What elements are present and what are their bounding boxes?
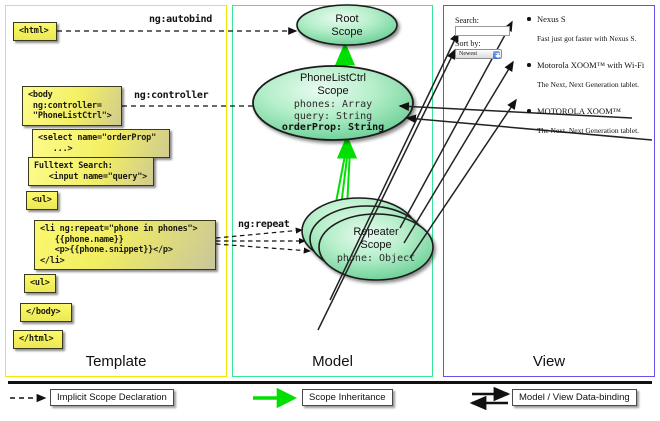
code-box-html-close: </html> [13, 330, 63, 349]
phone-name: Nexus S [537, 14, 566, 24]
phone-snippet: The Next, Next Generation tablet. [537, 80, 640, 89]
panel-view-label: View [532, 353, 566, 370]
code-box-fulltext-search: Fulltext Search: <input name="query"> [28, 157, 154, 186]
phone-name: Motorola XOOM™ with Wi-Fi [537, 60, 645, 70]
bullet-icon [527, 109, 531, 113]
code-box-select: <select name="orderProp" ...> [32, 129, 170, 158]
list-item: MOTOROLA XOOM™ [527, 106, 621, 116]
chevron-updown-icon[interactable] [493, 51, 501, 59]
code-box-body-open: <body ng:controller= "PhoneListCtrl"> [22, 86, 122, 126]
legend-item-model-view-data-binding: Model / View Data-binding [512, 389, 637, 406]
root-scope-title: Root Scope [297, 13, 397, 38]
phonelistctrl-scope-title-line1: PhoneListCtrl [299, 72, 367, 84]
root-scope-title-line1: Root [335, 13, 359, 25]
label-ng-controller: ng:controller [134, 90, 209, 101]
search-input[interactable] [455, 26, 510, 36]
legend-item-scope-inheritance: Scope Inheritance [302, 389, 393, 406]
root-scope-title-line2: Scope [331, 25, 363, 38]
panel-model: Model [232, 5, 433, 377]
phonelistctrl-scope-props: phones: Array query: String orderProp: S… [263, 99, 403, 134]
legend-divider [8, 381, 652, 384]
scope-prop-phone: phone: Object [336, 253, 416, 264]
code-box-body-close: </body> [20, 303, 72, 322]
repeater-scope-title: Repeater Scope [316, 226, 436, 251]
phone-name: MOTOROLA XOOM™ [537, 106, 621, 116]
panel-template-label: Template [85, 353, 147, 370]
phonelistctrl-scope-title: PhoneListCtrl Scope [263, 72, 403, 97]
bullet-icon [527, 17, 531, 21]
code-box-ul-close: <ul> [24, 274, 56, 293]
scope-prop-query: query: String [293, 110, 373, 122]
view-sort-label: Sort by: [455, 39, 481, 48]
bullet-icon [527, 63, 531, 67]
list-item: Nexus S [527, 14, 566, 24]
repeater-scope-props: phone: Object [316, 253, 436, 265]
legend-item-implicit-scope-declaration: Implicit Scope Declaration [50, 389, 174, 406]
panel-model-label: Model [312, 353, 353, 370]
label-ng-repeat: ng:repeat [238, 219, 290, 230]
phone-snippet: Fast just got faster with Nexus S. [537, 34, 637, 43]
code-box-html-open: <html> [13, 22, 57, 41]
scope-prop-orderprop: orderProp: String [281, 122, 385, 133]
list-item: Motorola XOOM™ with Wi-Fi [527, 60, 645, 70]
scope-prop-phones: phones: Array [293, 99, 373, 110]
view-search-label: Search: [455, 16, 479, 25]
phonelistctrl-scope-title-line2: Scope [317, 84, 349, 97]
repeater-scope-title-line2: Scope [360, 238, 392, 251]
legend: Implicit Scope Declaration Scope Inherit… [0, 381, 660, 421]
repeater-scope-title-line1: Repeater [353, 226, 399, 238]
sort-by-select[interactable]: Newest [455, 49, 502, 59]
code-box-ul-open: <ul> [26, 191, 58, 210]
label-ng-autobind: ng:autobind [149, 14, 212, 25]
phone-snippet: The Next, Next Generation tablet. [537, 126, 640, 135]
code-box-li-repeat: <li ng:repeat="phone in phones"> {{phone… [34, 220, 216, 270]
sort-by-selected-value: Newest [459, 51, 477, 57]
